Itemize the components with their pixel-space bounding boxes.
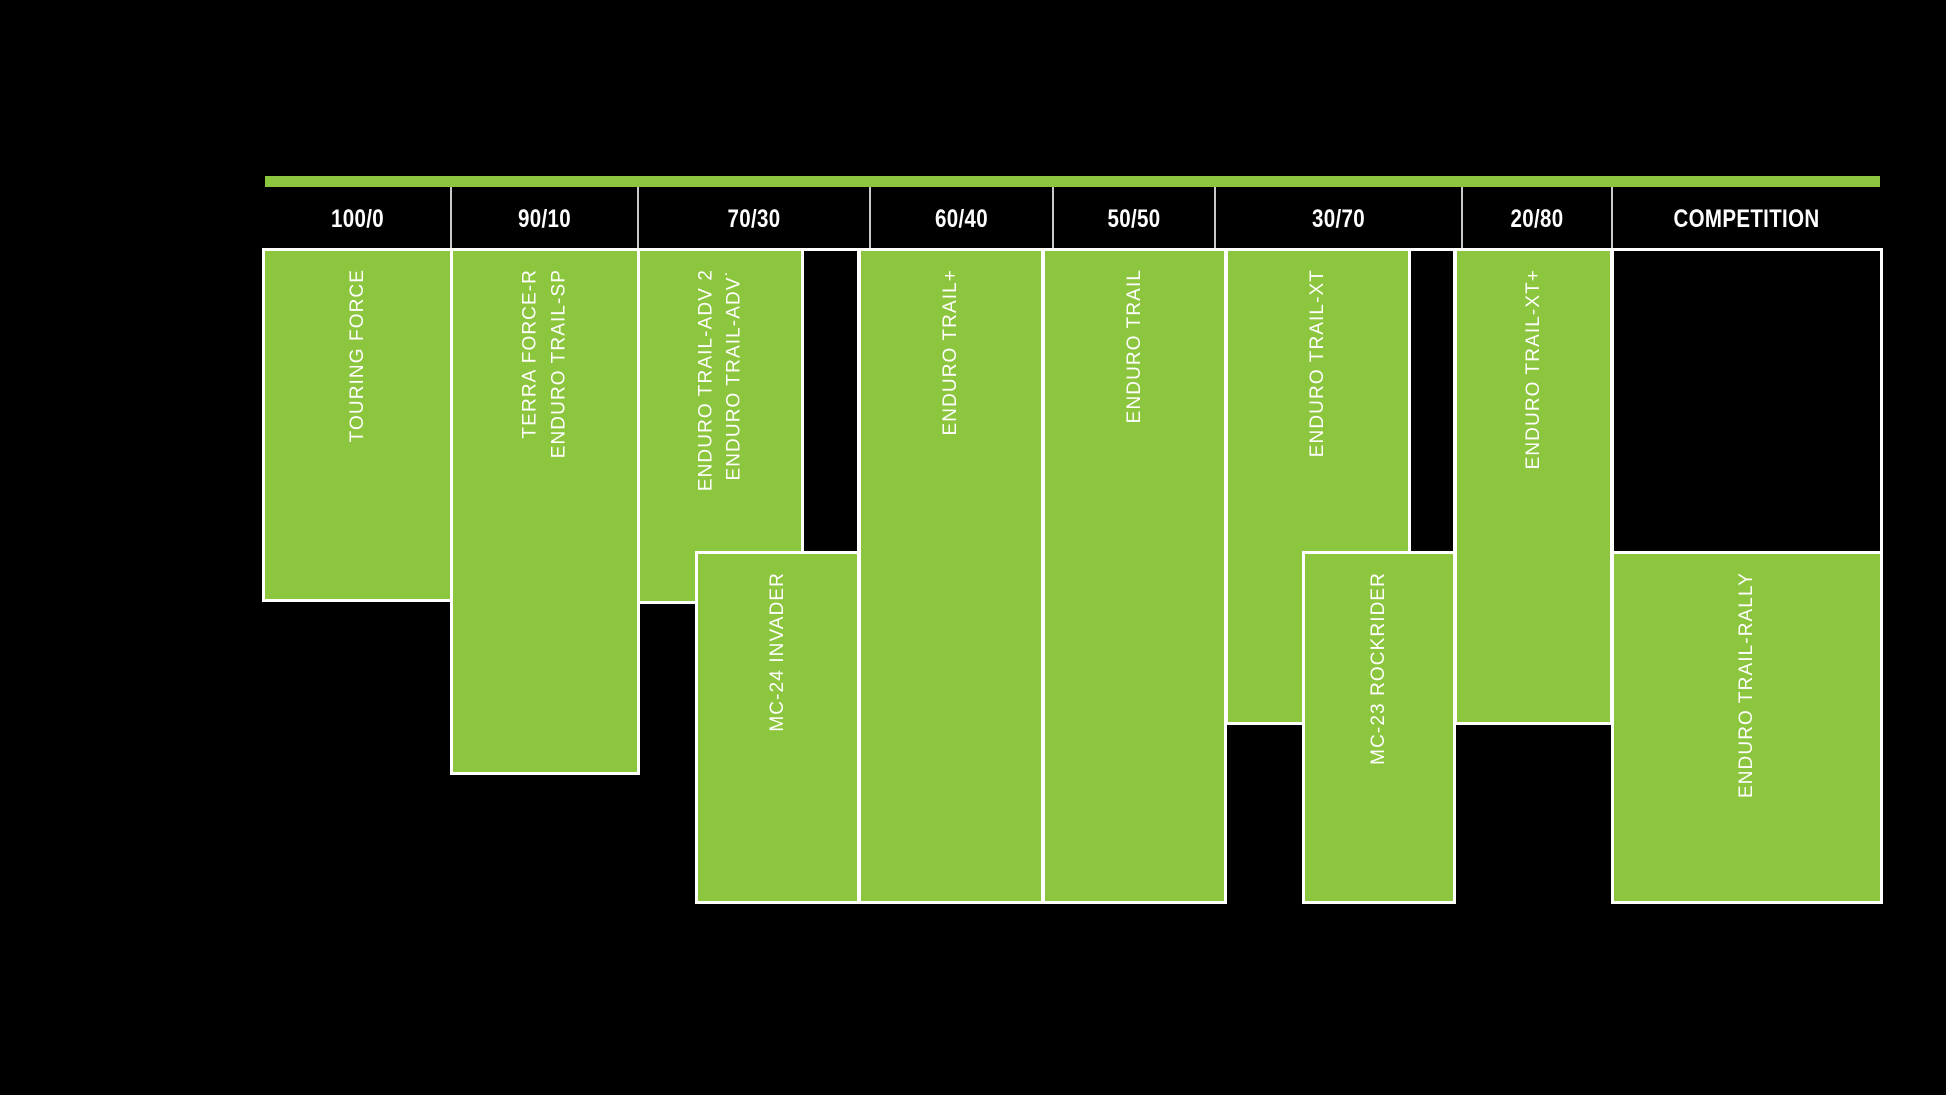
- bar-label-text-line-1: TERRA FORCE-R: [519, 269, 541, 439]
- bar-label-terra-force-r-group: TERRA FORCE-R ENDURO TRAIL-SP: [517, 251, 574, 772]
- bar-label-enduro-trail: ENDURO TRAIL: [1121, 251, 1149, 901]
- header-cell-30-70[interactable]: 30/70: [1312, 204, 1365, 233]
- top-accent-rule: [265, 176, 1880, 187]
- header-cell-20-80[interactable]: 20/80: [1510, 204, 1564, 233]
- header-cell-competition[interactable]: COMPETITION: [1673, 204, 1820, 233]
- plot-area: TOURING FORCE TERRA FORCE-R ENDURO TRAIL…: [262, 248, 1883, 904]
- bar-label-text: ENDURO TRAIL-RALLY: [1736, 572, 1758, 799]
- bar-label-text: ENDURO TRAIL+: [940, 269, 962, 436]
- bar-label-touring-force: TOURING FORCE: [344, 251, 372, 599]
- bar-label-mc-23-rockrider: MC-23 ROCKRIDER: [1365, 554, 1393, 901]
- header-cell-90-10[interactable]: 90/10: [518, 204, 571, 233]
- bar-label-text: ENDURO TRAIL-XT: [1307, 269, 1329, 458]
- bar-terra-force-r-enduro-trail-sp[interactable]: TERRA FORCE-R ENDURO TRAIL-SP: [450, 248, 640, 775]
- bar-touring-force[interactable]: TOURING FORCE: [262, 248, 453, 602]
- bar-enduro-trail-rally[interactable]: ENDURO TRAIL-RALLY: [1611, 551, 1883, 904]
- header-divider-7: [1611, 187, 1613, 251]
- header-cell-70-30[interactable]: 70/30: [727, 204, 781, 233]
- bar-label-enduro-trail-rally: ENDURO TRAIL-RALLY: [1733, 554, 1761, 901]
- header-cell-100-0[interactable]: 100/0: [331, 204, 384, 233]
- bar-label-text-line-2: ENDURO TRAIL-SP: [548, 269, 569, 459]
- header-divider-3: [869, 187, 871, 251]
- bar-mc-23-rockrider[interactable]: MC-23 ROCKRIDER: [1302, 551, 1456, 904]
- header-divider-1: [450, 187, 452, 251]
- bar-enduro-trail-plus[interactable]: ENDURO TRAIL+: [858, 248, 1044, 904]
- header-divider-2: [637, 187, 639, 251]
- bar-label-enduro-trail-xt-plus: ENDURO TRAIL-XT+: [1520, 251, 1548, 722]
- bar-label-mc-24-invader: MC-24 INVADER: [764, 554, 792, 901]
- bar-label-text-line-1: ENDURO TRAIL-ADV 2: [695, 269, 716, 492]
- bar-label-text: TOURING FORCE: [346, 269, 368, 443]
- void-block-competition-upper: [1611, 248, 1883, 560]
- bar-label-text: ENDURO TRAIL-XT+: [1522, 269, 1544, 470]
- header-cell-50-50[interactable]: 50/50: [1107, 204, 1161, 233]
- bar-mc-24-invader[interactable]: MC-24 INVADER: [695, 551, 860, 904]
- header-divider-5: [1214, 187, 1216, 251]
- void-block-30-70-right: [1408, 248, 1456, 560]
- bar-enduro-trail[interactable]: ENDURO TRAIL: [1042, 248, 1227, 904]
- bar-enduro-trail-xt-plus[interactable]: ENDURO TRAIL-XT+: [1454, 248, 1613, 725]
- bar-label-text: MC-24 INVADER: [766, 572, 788, 732]
- bar-label-enduro-trail-plus: ENDURO TRAIL+: [937, 251, 965, 901]
- void-block-70-30-right: [801, 248, 860, 560]
- bar-label-enduro-trail-adv-group: ENDURO TRAIL-ADV 2 ENDURO TRAIL-ADV˙: [692, 251, 749, 601]
- header-divider-4: [1052, 187, 1054, 251]
- header-divider-6: [1461, 187, 1463, 251]
- bar-enduro-trail-adv[interactable]: ENDURO TRAIL-ADV 2 ENDURO TRAIL-ADV˙: [637, 248, 804, 604]
- header-cell-60-40[interactable]: 60/40: [935, 204, 988, 233]
- bar-label-text-line-2: ENDURO TRAIL-ADV˙: [723, 269, 745, 481]
- bar-label-text: ENDURO TRAIL: [1123, 269, 1145, 424]
- bar-label-text: MC-23 ROCKRIDER: [1368, 572, 1390, 765]
- category-header-row: 100/0 90/10 70/30 60/40 50/50 30/70 20/8…: [265, 187, 1880, 251]
